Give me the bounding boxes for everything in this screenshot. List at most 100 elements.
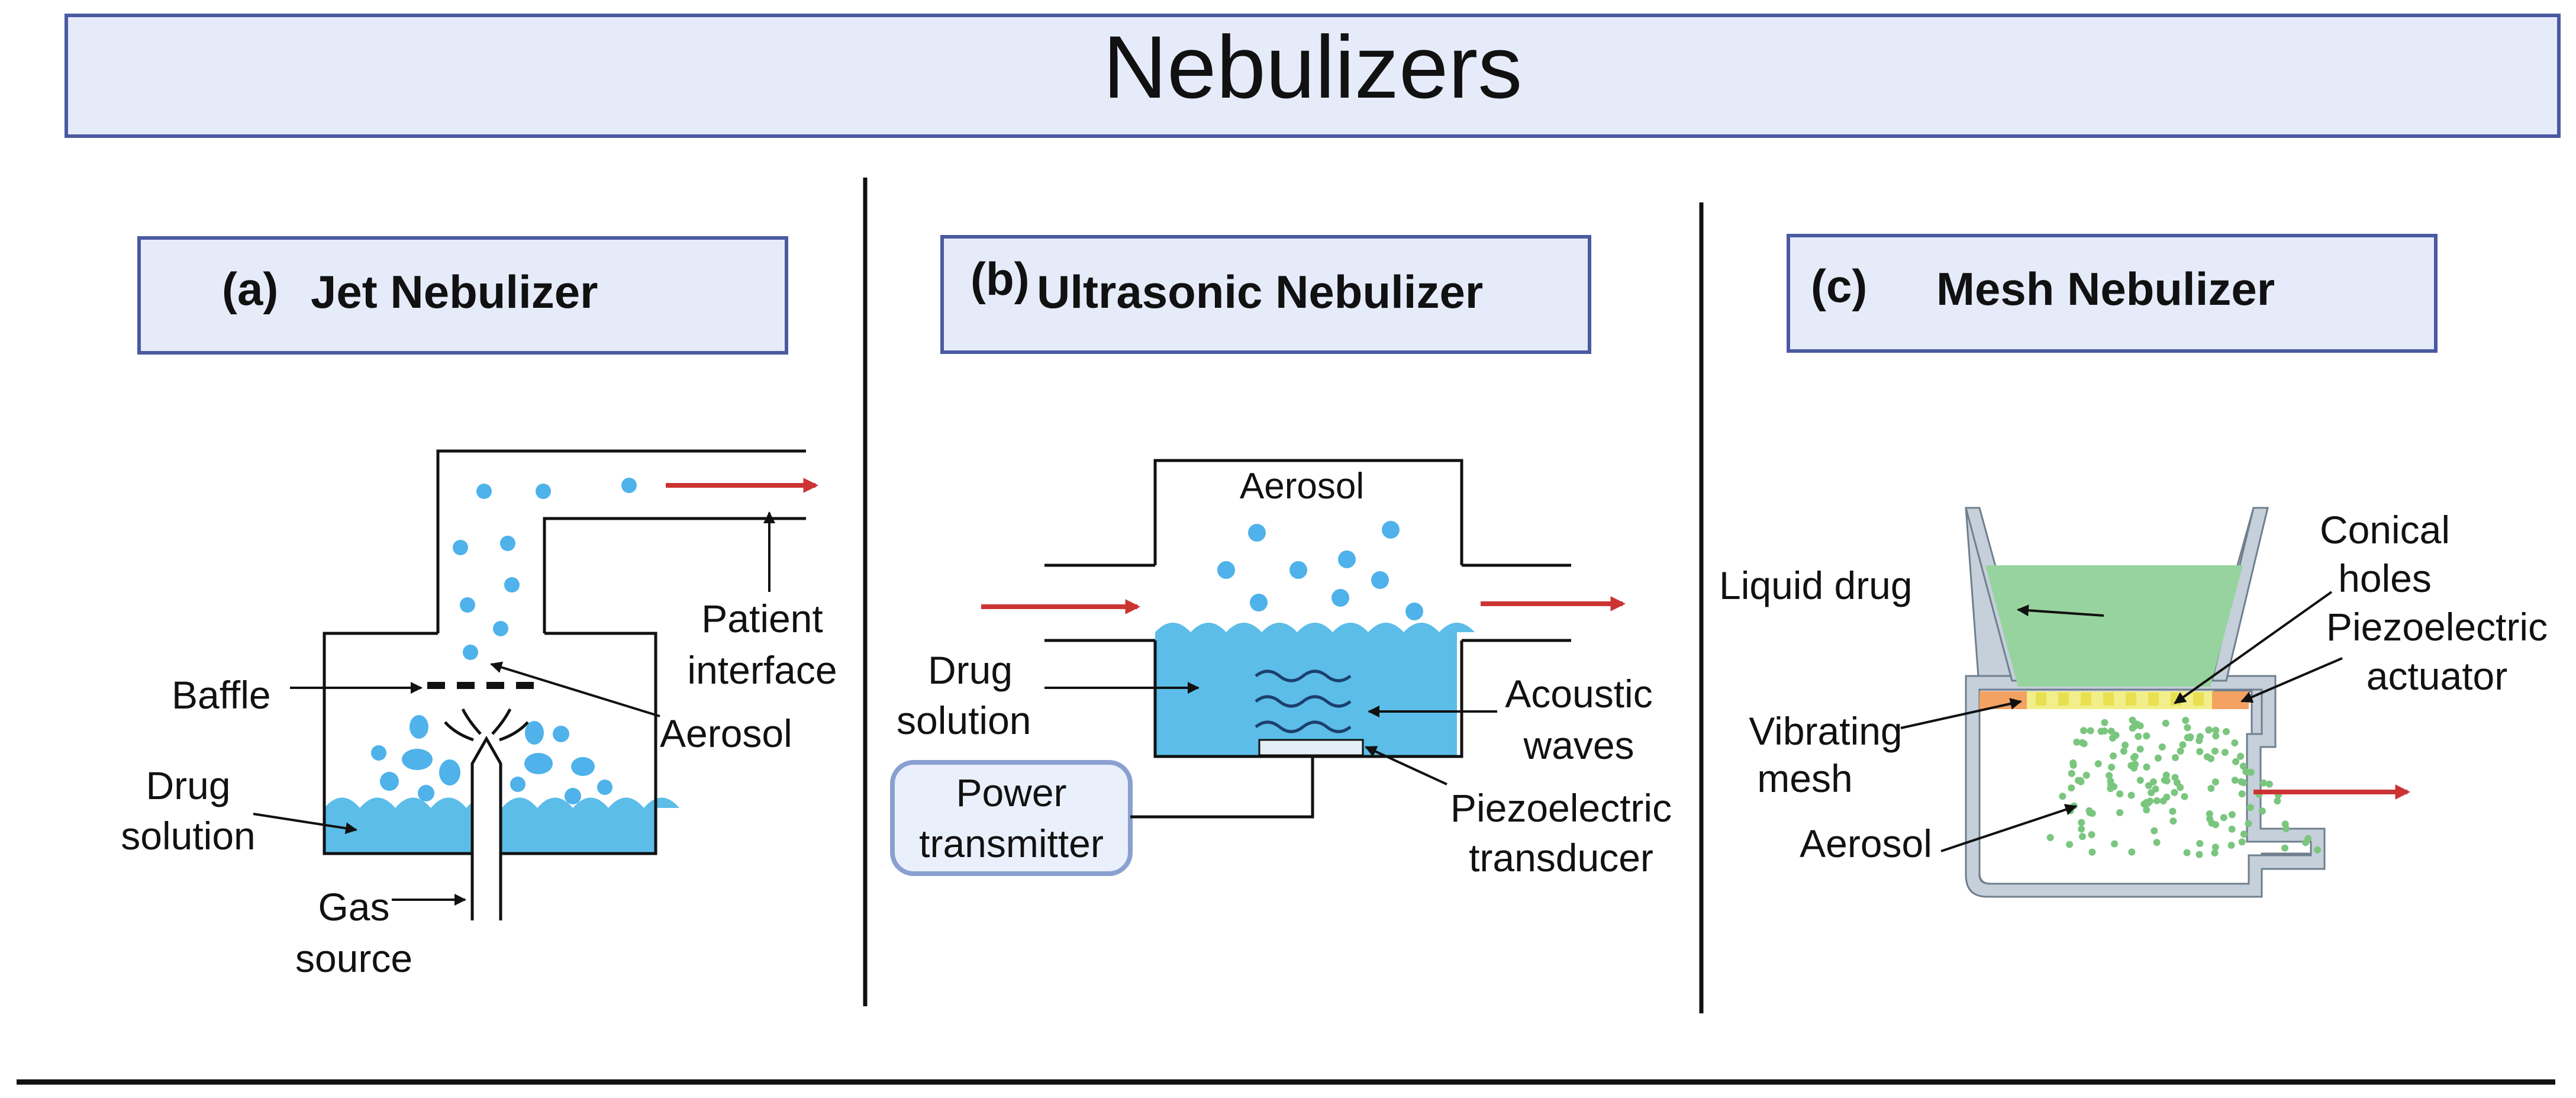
aerosol-dot	[2108, 764, 2116, 771]
aerosol-dot	[2258, 807, 2266, 815]
ultrasonic-drug-liquid	[1155, 623, 1475, 756]
aerosol-dot	[2171, 788, 2178, 796]
aerosol-dot	[2078, 739, 2086, 746]
jet-label-aerosol: Aerosol	[660, 711, 792, 755]
aerosol-dot	[2106, 772, 2113, 780]
aerosol-dot	[2088, 810, 2096, 817]
aerosol-dot	[2077, 777, 2084, 784]
aerosol-dot	[2120, 748, 2127, 755]
aerosol-dot	[2145, 782, 2152, 790]
aerosol-dot	[2206, 815, 2214, 823]
aerosol-dot	[2079, 833, 2086, 841]
aerosol-dot	[2088, 831, 2095, 839]
jet-droplets	[371, 478, 637, 804]
aerosol-dot	[2211, 748, 2219, 755]
aerosol-dot	[2265, 780, 2273, 788]
aerosol-dot	[2228, 811, 2236, 819]
aerosol-dot	[2078, 819, 2085, 826]
aerosol-dot	[2078, 825, 2085, 833]
aerosol-dot	[2169, 817, 2177, 825]
aerosol-dot	[2223, 728, 2230, 735]
mesh-label-aerosol: Aerosol	[1800, 822, 1932, 865]
aerosol-dot	[2110, 752, 2117, 760]
aerosol-dot	[2159, 797, 2167, 805]
panel-title-mesh: Mesh Nebulizer	[1936, 263, 2275, 315]
aerosol-dot	[2154, 754, 2162, 762]
aerosol-dot	[2143, 732, 2151, 740]
aerosol-dot	[2136, 745, 2144, 753]
aerosol-dot	[2080, 727, 2088, 735]
jet-outlet-tube	[436, 449, 806, 633]
aerosol-dot	[2242, 768, 2250, 775]
aerosol-dot	[2231, 777, 2239, 784]
aerosol-dot	[2203, 753, 2211, 761]
jet-nebulizer-diagram: Baffle Drug solution Gas source Aerosol …	[121, 449, 837, 980]
aerosol-dot	[2181, 793, 2188, 800]
jet-drug-arrow	[253, 813, 357, 835]
mesh-label-holes-2: holes	[2338, 556, 2432, 600]
aerosol-dot	[2046, 834, 2054, 841]
panel-letter-c: (c)	[1811, 260, 1867, 312]
aerosol-dot	[2184, 734, 2191, 741]
figure-title: Nebulizers	[1103, 17, 1523, 117]
jet-label-drug-1: Drug	[146, 764, 230, 807]
aerosol-dot	[2302, 839, 2310, 846]
aerosol-dot	[2227, 842, 2235, 849]
mesh-actuator-arrow	[2240, 657, 2343, 703]
aerosol-dot	[2116, 790, 2124, 798]
panel-letter-a: (a)	[222, 263, 278, 315]
aerosol-dot	[2246, 804, 2254, 812]
aerosol-dot	[2174, 779, 2181, 787]
aerosol-dot	[2206, 810, 2213, 817]
mesh-label-holes-1: Conical	[2320, 508, 2450, 552]
ultrasonic-label-drug-1: Drug	[928, 648, 1013, 692]
mesh-aerosol-dots	[2046, 716, 2322, 858]
aerosol-dot	[2068, 769, 2075, 777]
mesh-label-liquid: Liquid drug	[1719, 564, 1913, 607]
ultrasonic-label-acoustic-1: Acoustic	[1505, 672, 1652, 716]
jet-label-gas-2: source	[295, 936, 412, 980]
aerosol-dot	[2281, 820, 2289, 828]
panel-header-jet: (a) Jet Nebulizer	[137, 236, 788, 355]
aerosol-dot	[2066, 841, 2074, 848]
aerosol-dot	[2196, 748, 2204, 755]
aerosol-dot	[2151, 827, 2158, 835]
panel-header-ultrasonic: (b) Ultrasonic Nebulizer	[940, 235, 1591, 354]
aerosol-dot	[2127, 762, 2135, 769]
aerosol-dot	[2169, 807, 2177, 815]
jet-baffle	[427, 682, 534, 689]
mesh-liquid-arrow	[2017, 604, 2104, 617]
ultrasonic-ports	[1044, 564, 1571, 642]
aerosol-dot	[2212, 726, 2220, 734]
aerosol-dot	[2140, 800, 2148, 808]
aerosol-dot	[2087, 727, 2094, 735]
aerosol-dot	[2238, 790, 2246, 798]
jet-label-patient-1: Patient	[701, 597, 823, 640]
ultrasonic-label-piezo-2: transducer	[1469, 836, 1653, 880]
aerosol-dot	[2211, 843, 2219, 851]
mesh-label-actuator-1: Piezoelectric	[2326, 605, 2548, 649]
aerosol-dot	[2088, 848, 2096, 856]
aerosol-dot	[2239, 762, 2247, 770]
aerosol-dot	[2221, 749, 2229, 756]
aerosol-dot	[2109, 735, 2116, 742]
mesh-vibrating-arrow	[1900, 698, 2022, 729]
mesh-label-vibrating-2: mesh	[1757, 756, 1852, 800]
mesh-label-vibrating-1: Vibrating	[1749, 709, 1902, 753]
jet-spray-lines	[444, 708, 529, 742]
aerosol-dot	[2153, 839, 2161, 846]
ultrasonic-power-wire	[1130, 756, 1314, 819]
aerosol-dot	[2069, 761, 2077, 769]
ultrasonic-transducer-plate	[1258, 739, 1364, 756]
aerosol-dot	[2136, 777, 2144, 784]
jet-label-drug-2: solution	[121, 814, 256, 858]
aerosol-dot	[2107, 727, 2115, 735]
aerosol-dot	[2238, 838, 2246, 846]
panel-title-ultrasonic: Ultrasonic Nebulizer	[1037, 266, 1483, 318]
aerosol-dot	[2183, 849, 2191, 856]
ultrasonic-label-acoustic-2: waves	[1523, 723, 1634, 767]
mesh-holes-arrow	[2174, 591, 2333, 704]
aerosol-dot	[2182, 717, 2190, 724]
aerosol-dot	[2211, 849, 2219, 856]
